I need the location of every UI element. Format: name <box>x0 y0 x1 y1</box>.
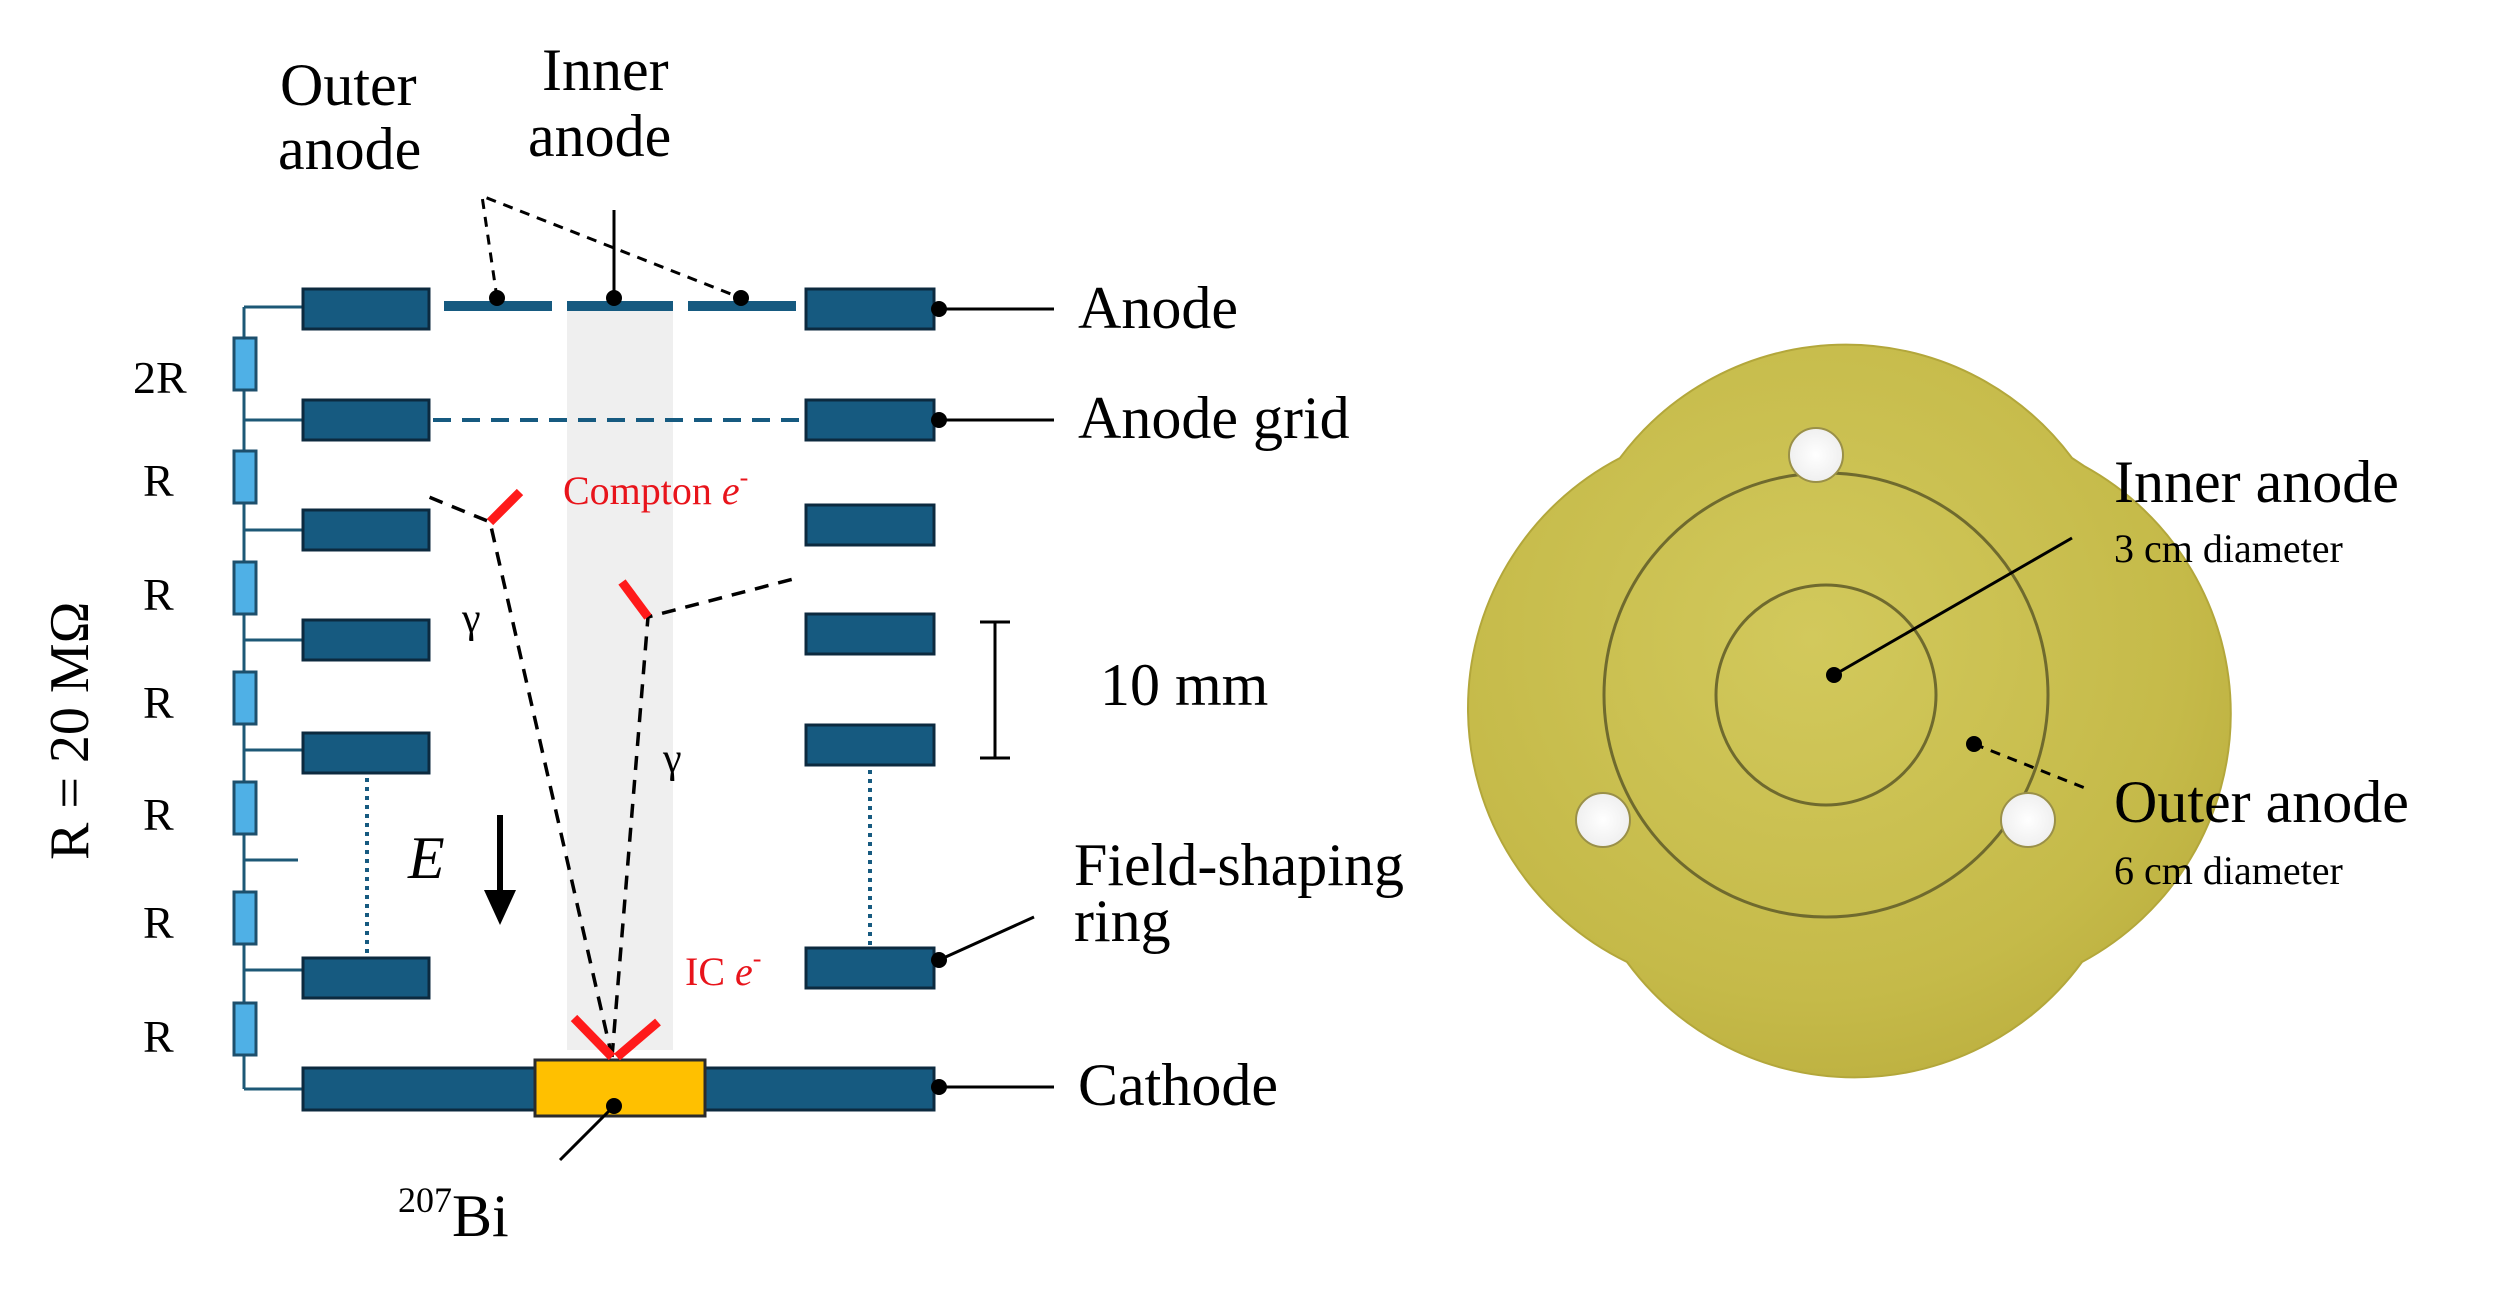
ic-electron-label: IC e- <box>685 944 761 994</box>
outer-anode-label: Outer anode <box>278 52 432 182</box>
outer-anode-leader <box>480 193 742 300</box>
inner-anode-label: Inner anode <box>528 37 684 169</box>
resistor-1 <box>232 336 258 392</box>
label-leaders <box>480 193 1054 1162</box>
electrode-stack <box>301 287 936 1118</box>
resistor-3 <box>232 560 258 616</box>
grid-right-electrode <box>804 398 936 442</box>
resistor-total-label: R = 20 MΩ <box>39 602 101 860</box>
resistor-4 <box>232 670 258 726</box>
source-leader <box>558 1104 616 1162</box>
grid-left-electrode <box>301 398 431 442</box>
inner-anode-diameter-label: 3 cm diameter <box>2114 526 2343 571</box>
source-label: 207Bi <box>398 1180 509 1249</box>
mount-hole-top <box>1788 427 1844 483</box>
outer-anode-strip-left <box>444 301 552 311</box>
mount-hole-right <box>2000 792 2056 848</box>
mount-hole-left <box>1575 792 1631 848</box>
outer-anode-strip-right <box>688 301 796 311</box>
outer-anode-diameter-label: 6 cm diameter <box>2114 848 2343 893</box>
gamma-label-left: γ <box>461 596 481 642</box>
ring-right-2 <box>804 612 936 656</box>
ring-left-1 <box>301 508 431 552</box>
ring-right-4 <box>804 946 936 990</box>
electric-field-label: E <box>407 825 445 891</box>
cathode-label: Cathode <box>1078 1052 1278 1118</box>
resistor-5 <box>232 780 258 836</box>
ring-left-4 <box>301 956 431 1000</box>
resistor-chain <box>232 305 304 1091</box>
spacing-scale-bar <box>980 620 1010 760</box>
resistor-label-7: R <box>143 1011 174 1062</box>
resistor-7 <box>232 1001 258 1057</box>
label-dots <box>489 290 947 1114</box>
outer-anode-photo-label: Outer anode <box>2114 769 2409 835</box>
field-shaping-ring-label: Field-shaping ring <box>1074 832 1419 954</box>
resistor-label-6: R <box>143 897 174 948</box>
anode-right-electrode <box>804 287 936 331</box>
resistor-6 <box>232 890 258 946</box>
resistor-2 <box>232 449 258 505</box>
inner-anode-photo-label: Inner anode <box>2114 449 2399 515</box>
compton-track-right <box>618 579 652 620</box>
ic-track-left <box>570 1014 616 1061</box>
inner-anode-strip <box>567 301 673 311</box>
inner-anode-ring <box>1714 583 1938 807</box>
outer-anode-photo-leader <box>1973 742 2091 792</box>
ring-right-3 <box>804 723 936 767</box>
pcb-board <box>1467 343 2232 1079</box>
resistor-label-4: R <box>143 677 174 728</box>
resistor-label-3: R <box>143 569 174 620</box>
resistor-label-2: R <box>143 455 174 506</box>
compton-track-left <box>486 488 524 526</box>
field-ring-leader <box>938 915 1035 962</box>
anode-left-electrode <box>301 287 431 331</box>
compton-electron-label: Compton e- <box>563 463 748 513</box>
spacing-label: 10 mm <box>1100 652 1268 718</box>
ic-track-right <box>614 1018 661 1061</box>
resistor-label-1: 2R <box>133 352 187 403</box>
anode-pcb-photo <box>1467 343 2232 1079</box>
resistor-label-5: R <box>143 789 174 840</box>
gamma-label-right: γ <box>662 736 682 782</box>
inner-anode-photo-leader <box>1833 536 2073 677</box>
drift-region <box>567 310 673 1050</box>
electric-field-arrow <box>484 815 516 925</box>
anode-grid-label: Anode grid <box>1078 385 1350 451</box>
particle-tracks <box>423 488 798 1061</box>
ring-right-1 <box>804 503 936 547</box>
anode-label: Anode <box>1078 275 1238 341</box>
ring-left-3 <box>301 731 431 775</box>
ring-left-2 <box>301 618 431 662</box>
